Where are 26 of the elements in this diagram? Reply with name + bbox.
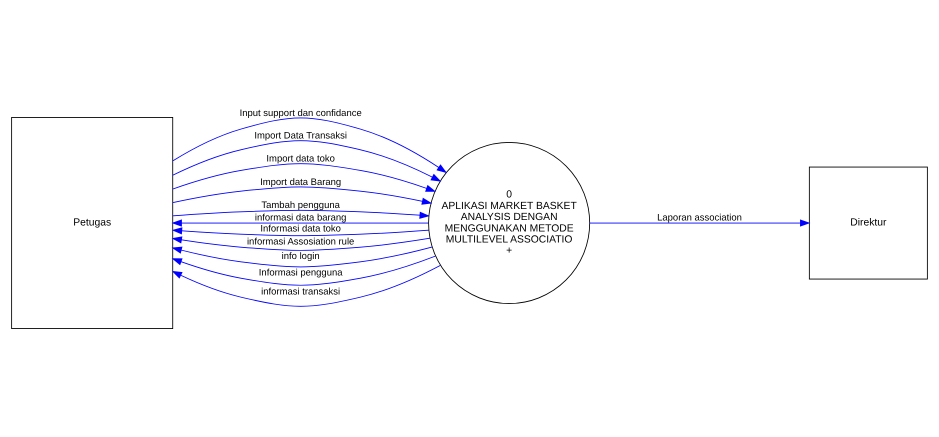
edge-label: Informasi pengguna [258,267,342,278]
arrow [172,227,430,236]
edge-label: info login [282,251,320,262]
edge-label: Laporan association [657,212,742,224]
edge-label: informasi transaksi [261,286,340,298]
edge-label: Import data Barang [260,176,342,188]
arrow [589,219,810,227]
arrow [172,265,441,307]
edge-label: Tambah pengguna [261,200,340,212]
edge-label: Import data toko [266,154,335,165]
edge-label: informasi Assosiation rule [246,236,354,248]
edge-label: informasi data barang [254,212,346,224]
node-box: Direktur [808,166,928,280]
arrow [172,118,448,174]
arrow [172,256,436,286]
arrow [172,246,432,268]
arrow [172,163,436,192]
node-box: Petugas [11,117,174,329]
arrow [172,140,442,182]
arrow [172,236,430,251]
arrow [172,210,430,219]
arrow [172,219,429,227]
arrow [172,186,432,205]
edge-label: Import Data Transaksi [254,130,347,142]
edge-label: Input support dan confidance [240,108,362,120]
edge-label: Informasi data toko [260,223,341,234]
